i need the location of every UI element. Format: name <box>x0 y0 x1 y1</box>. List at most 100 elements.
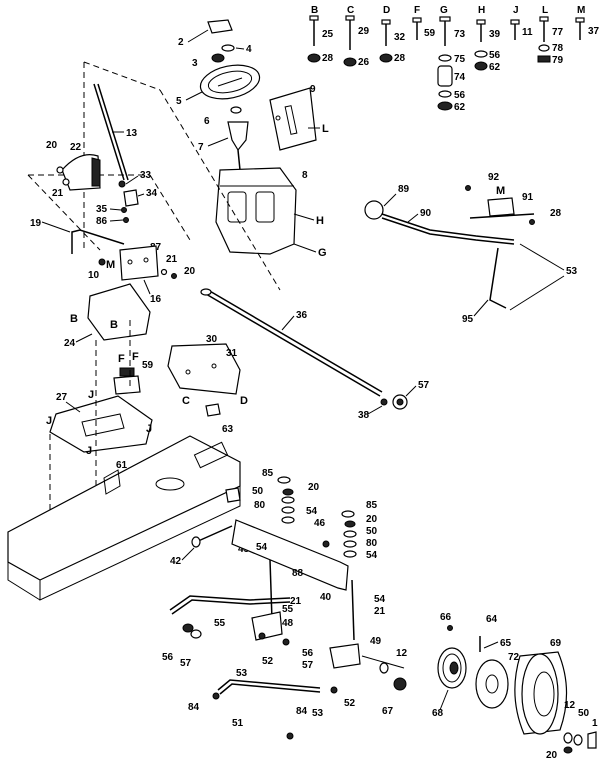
hw-letter-j: J <box>513 5 519 16</box>
frame-side <box>7 562 41 601</box>
gear-hub <box>396 398 404 406</box>
hardware-header: B 25 28 C 29 26 D 32 28 F 59 G 73 75 74 <box>307 5 600 113</box>
steering-hub <box>227 121 249 152</box>
label-35: 35 <box>96 204 108 215</box>
label-20d: 20 <box>366 514 378 525</box>
hw-letter-b: B <box>311 5 318 16</box>
label-85b: 85 <box>366 500 378 511</box>
label-66: 66 <box>440 612 452 623</box>
label-34: 34 <box>146 188 158 199</box>
spindle-arm <box>251 611 283 641</box>
leader <box>519 243 565 271</box>
bolt-head <box>439 16 451 22</box>
label-5: 5 <box>176 96 182 107</box>
label-33: 33 <box>140 170 152 181</box>
hw-num-32: 32 <box>394 32 406 43</box>
hw-letter-f: F <box>414 5 420 16</box>
label-89: 89 <box>398 184 410 195</box>
hw-num-11: 11 <box>522 27 533 38</box>
bolt <box>56 166 64 174</box>
label-m2: M <box>496 185 505 197</box>
bearing-core <box>449 661 459 675</box>
bolt-head <box>309 15 319 21</box>
label-b2: B <box>110 319 118 331</box>
label-1: 1 <box>592 718 598 729</box>
clip <box>205 403 221 417</box>
label-2: 2 <box>178 37 184 48</box>
steering-rod <box>93 83 125 181</box>
washer <box>563 732 573 744</box>
label-24: 24 <box>64 338 76 349</box>
label-8: 8 <box>302 170 308 181</box>
label-51: 51 <box>232 718 244 729</box>
lift-rod <box>381 213 515 241</box>
label-95: 95 <box>462 314 474 325</box>
label-54d: 54 <box>374 594 386 605</box>
leader <box>207 137 229 147</box>
washer <box>190 629 202 639</box>
label-20e: 20 <box>546 750 558 761</box>
bolt <box>322 540 330 548</box>
bolt <box>118 180 126 188</box>
label-80a: 80 <box>254 500 266 511</box>
bolt-head <box>191 536 201 548</box>
label-9: 9 <box>310 84 316 95</box>
hub-cap <box>587 731 597 749</box>
nut <box>529 219 535 225</box>
label-85a: 85 <box>262 468 274 479</box>
nut <box>343 57 357 67</box>
washer <box>121 207 127 213</box>
leader <box>187 29 209 43</box>
leader <box>235 47 245 50</box>
wheel-assembly: 68 66 64 65 72 69 12 50 1 20 <box>432 612 598 761</box>
hw-num-75: 75 <box>454 54 466 65</box>
label-53b: 53 <box>236 668 248 679</box>
nut <box>212 692 220 700</box>
hw-num-26: 26 <box>358 57 370 68</box>
label-7: 7 <box>198 142 204 153</box>
bearing <box>393 677 407 691</box>
hw-num-74: 74 <box>454 72 466 83</box>
label-50a: 50 <box>252 486 264 497</box>
nut <box>307 53 321 63</box>
hw-num-25: 25 <box>322 29 334 40</box>
console-opening <box>255 191 275 223</box>
axle-assembly: 85 20 50 80 54 85 20 50 80 54 46 42 45 4… <box>162 468 408 740</box>
tie-rod-lower <box>217 679 321 691</box>
hw-letter-m: M <box>577 5 585 16</box>
tie-rod-lower <box>219 683 321 695</box>
axle-stub <box>361 655 405 669</box>
pinion <box>123 189 139 207</box>
lift-link <box>489 247 507 309</box>
pivot-bolt <box>195 525 233 543</box>
hw-letter-h: H <box>478 5 485 16</box>
spindle-arm <box>329 643 361 669</box>
label-86: 86 <box>96 216 108 227</box>
leader <box>293 243 317 253</box>
steering-link <box>171 599 291 615</box>
leader <box>483 641 499 649</box>
hole <box>127 259 133 265</box>
label-55a: 55 <box>214 618 226 629</box>
leader <box>367 405 383 415</box>
label-52b: 52 <box>344 698 356 709</box>
bracket <box>119 245 159 281</box>
label-59: 59 <box>142 360 154 371</box>
label-f1: F <box>118 353 125 365</box>
steering-link <box>169 595 291 611</box>
tire-rim <box>533 671 555 717</box>
washer <box>281 496 295 504</box>
washer <box>379 662 389 674</box>
label-31: 31 <box>226 348 238 359</box>
leader <box>65 401 81 413</box>
wheel-rim <box>475 659 509 709</box>
bolt-head <box>510 19 520 25</box>
label-h: H <box>316 215 324 227</box>
label-22: 22 <box>70 142 82 153</box>
clamp <box>119 367 135 377</box>
label-20a: 20 <box>46 140 58 151</box>
nut <box>474 61 488 71</box>
bracket <box>113 375 141 395</box>
spoke <box>217 77 243 87</box>
label-12b: 12 <box>564 700 576 711</box>
